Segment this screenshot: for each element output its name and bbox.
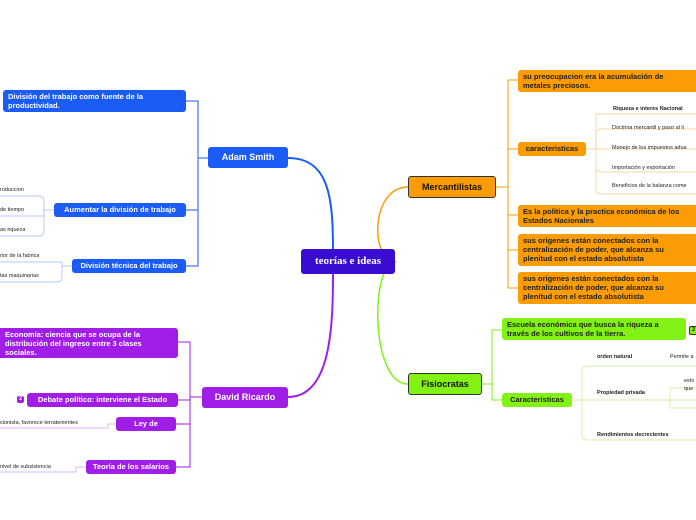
subtopic-politica[interactable]: Es la política y la practica económica d…: [518, 205, 696, 227]
topic-david-ricardo[interactable]: David Ricardo: [202, 387, 288, 408]
subtopic-division-tecnica[interactable]: División técnica del trabajo: [72, 259, 186, 273]
tecnica-item-2[interactable]: tas maquinarias: [0, 273, 39, 279]
ley-granos-item[interactable]: cionista, favorece terratenientes: [0, 420, 78, 426]
caracteristicas-item-1[interactable]: Riqueza e interes Nacional: [613, 106, 683, 112]
topic-fisiocratas[interactable]: Fisiocratas: [408, 373, 482, 395]
subtopic-aumentar-division[interactable]: Aumentar la división de trabajo: [54, 203, 186, 217]
propiedad-privada-label[interactable]: Propiedad privada: [597, 390, 645, 396]
aumentar-item-3[interactable]: as riqueza: [0, 227, 26, 233]
topic-adam-smith[interactable]: Adam Smith: [208, 147, 288, 168]
subtopic-economia[interactable]: Economía: ciencia que se ocupa de la dis…: [0, 328, 178, 358]
caracteristicas-item-5[interactable]: Beneficios de la balanza come: [612, 183, 687, 189]
central-topic[interactable]: teorías e ideas: [301, 249, 395, 274]
caracteristicas-item-3[interactable]: Manejo de los impuestos adua: [612, 145, 687, 151]
propiedad-item-2[interactable]: que: [684, 386, 694, 392]
caracteristicas-item-2[interactable]: Doctrina mercantil y paso al li: [612, 125, 684, 131]
teoria-salarios-item[interactable]: nivel de subsistencia: [0, 464, 51, 470]
propiedad-item-1[interactable]: esto: [684, 378, 695, 384]
orden-natural-item[interactable]: Permite a: [670, 354, 694, 360]
debate-count-badge[interactable]: 2: [17, 396, 24, 403]
subtopic-caracteristicas[interactable]: caracteristicas: [518, 142, 586, 156]
subtopic-caracteristicas-fisio[interactable]: Características: [502, 393, 572, 407]
aumentar-item-2[interactable]: de tiempo: [0, 207, 25, 213]
topic-mercantilistas[interactable]: Mercantilistas: [408, 176, 496, 198]
escuela-count-badge[interactable]: 2: [689, 326, 696, 335]
subtopic-escuela-economica[interactable]: Escuela económica que busca la riqueza a…: [502, 318, 686, 340]
orden-natural-label[interactable]: orden natural: [597, 354, 633, 360]
subtopic-division-trabajo[interactable]: División del trabajo como fuente de la p…: [3, 90, 186, 112]
subtopic-preocupacion[interactable]: su preocupacion era la acumulación de me…: [518, 70, 696, 92]
subtopic-origenes-1[interactable]: sus orígenes están conectados con la cen…: [518, 234, 696, 266]
subtopic-debate-politico[interactable]: Debate político: interviene el Estado: [27, 393, 178, 407]
subtopic-origenes-2[interactable]: sus orígenes están conectados con la cen…: [518, 272, 696, 304]
subtopic-ley-granos[interactable]: Ley de granos: [116, 417, 176, 431]
tecnica-item-1[interactable]: rior de la fabrica: [0, 253, 40, 259]
aumentar-item-1[interactable]: roduccion: [0, 187, 24, 193]
rendimientos-label[interactable]: Rendimientos decrecientes: [597, 432, 669, 438]
caracteristicas-item-4[interactable]: Importación y exportación: [612, 165, 675, 171]
subtopic-teoria-salarios[interactable]: Teoría de los salarios: [86, 460, 176, 474]
